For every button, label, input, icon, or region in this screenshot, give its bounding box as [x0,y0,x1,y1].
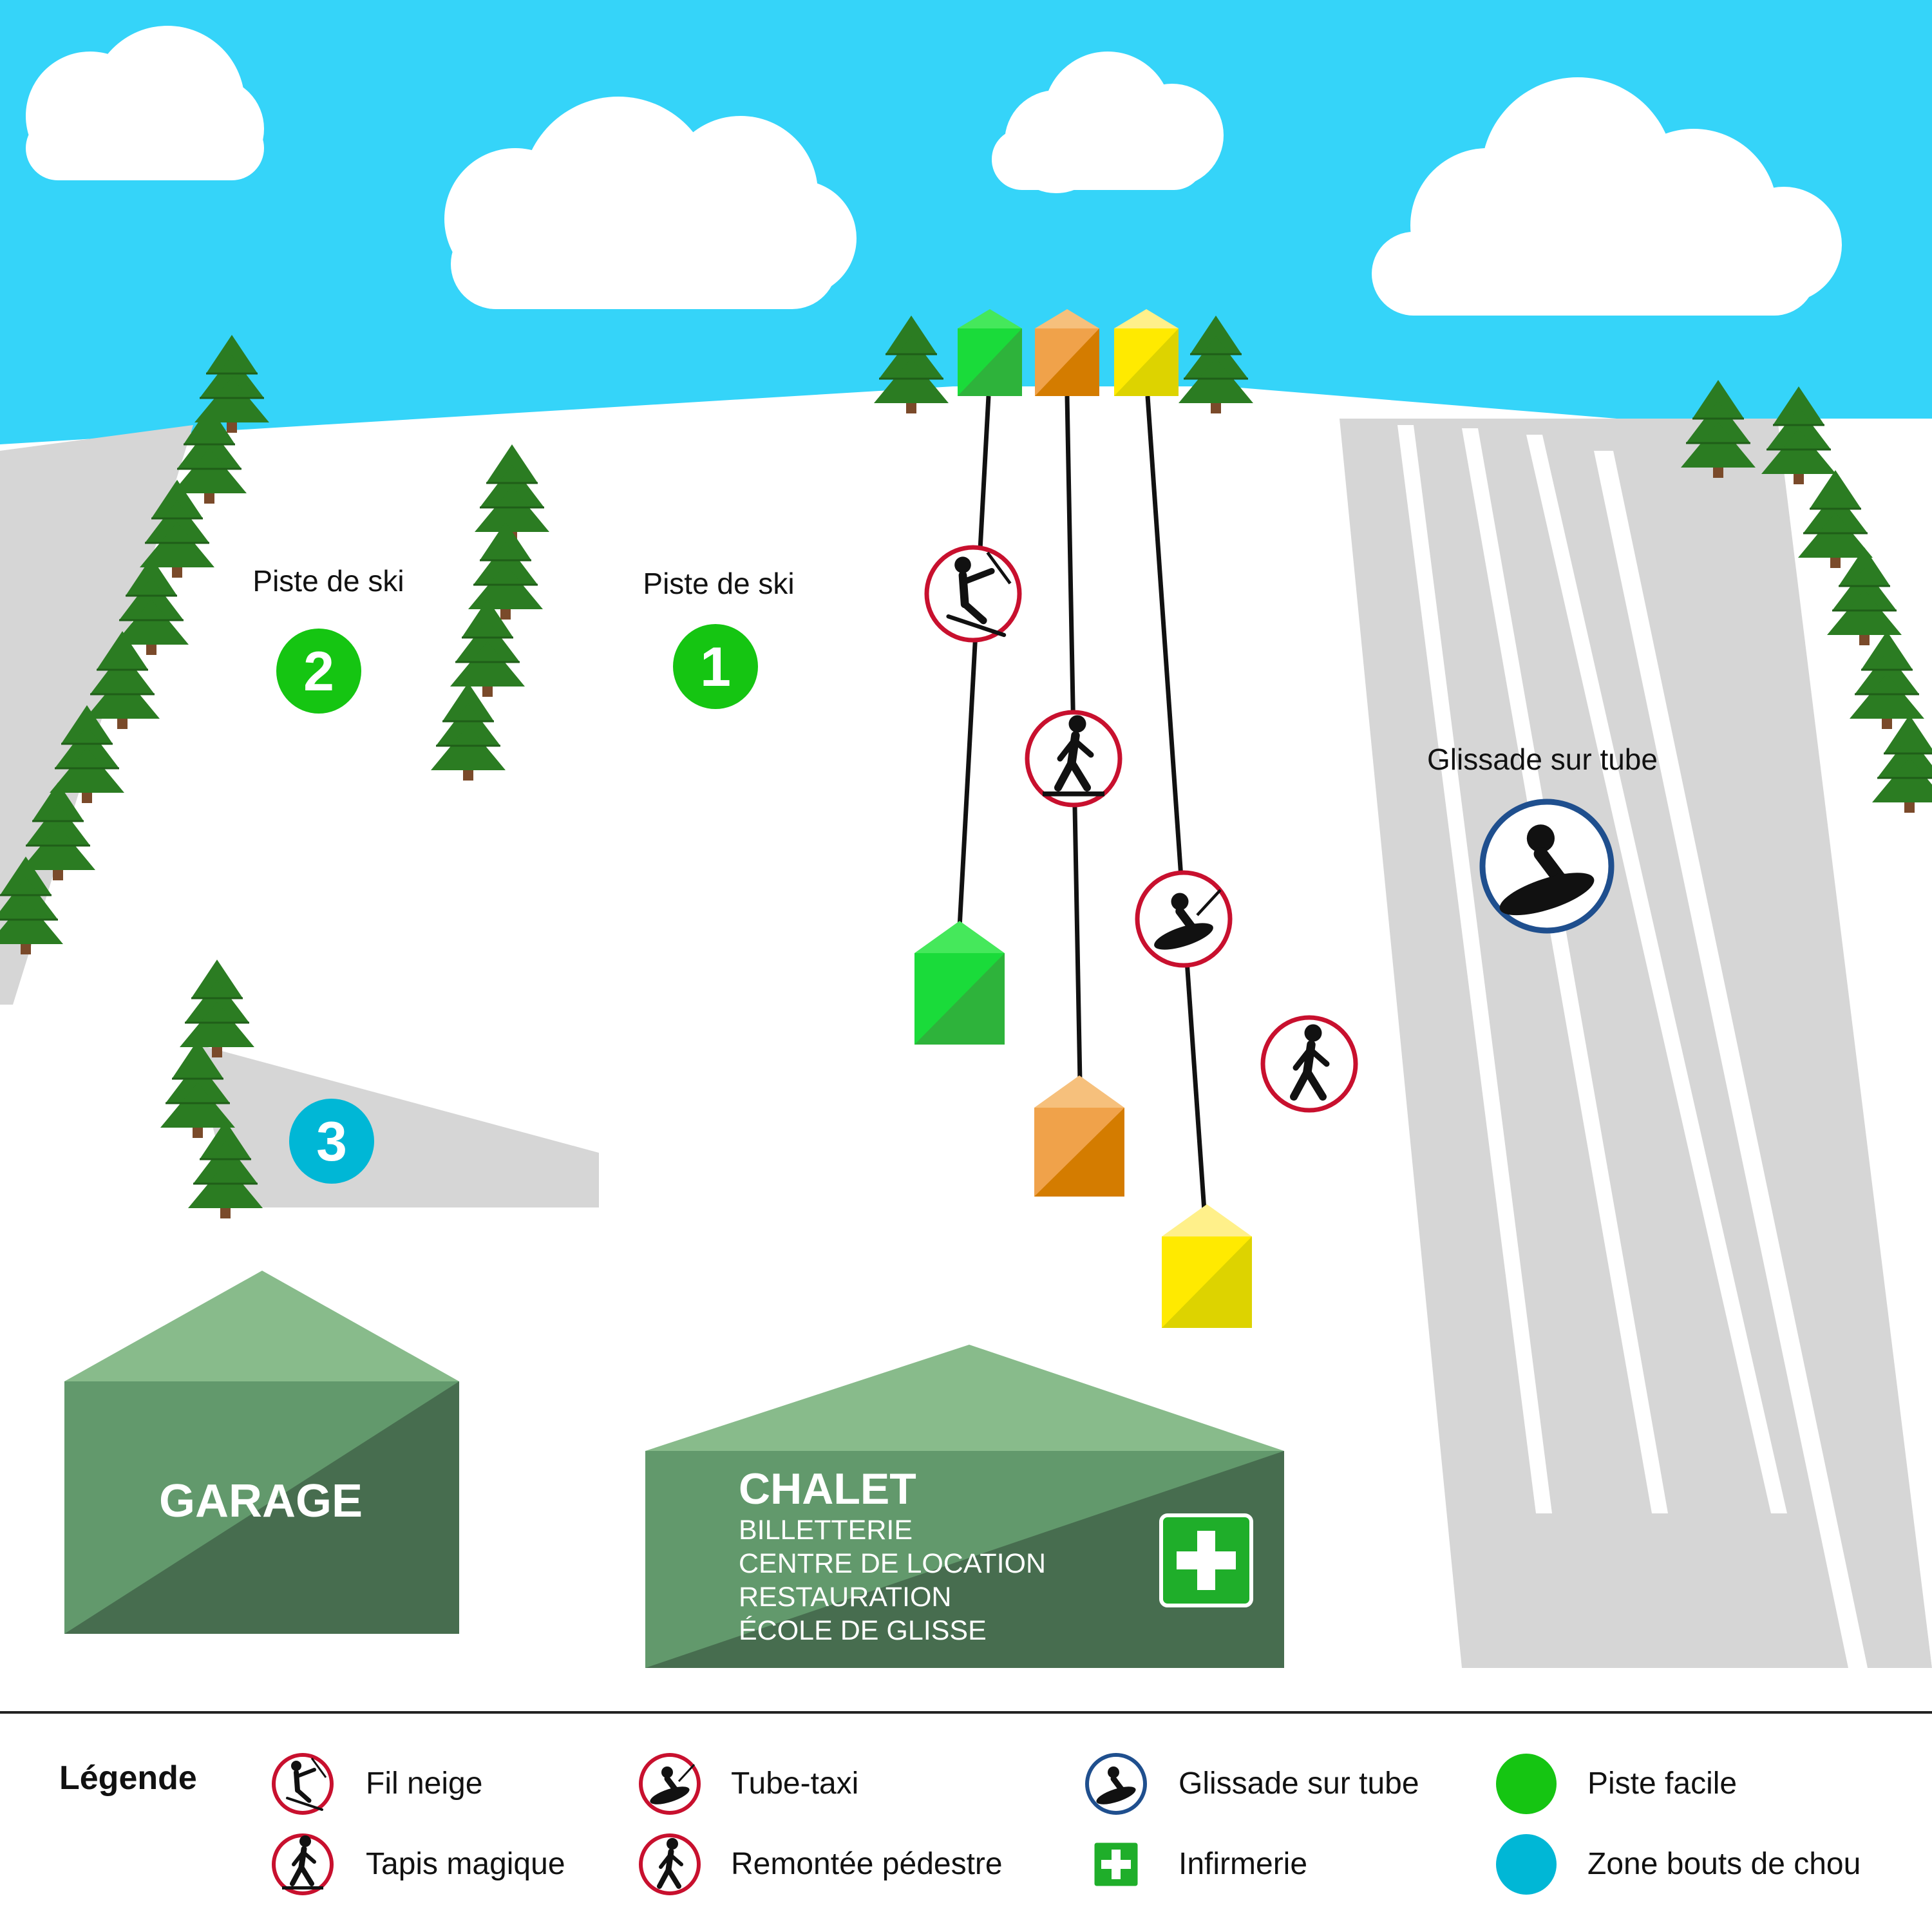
chalet-line-3: RESTAURATION [739,1582,951,1613]
legend-item-easy-slope: Piste facile [1496,1754,1737,1814]
legend-title: Légende [59,1759,197,1797]
legend-item-first-aid: Infirmerie [1092,1841,1307,1888]
slope-1-number: 1 [700,636,731,698]
chalet-title: CHALET [739,1464,916,1513]
chalet-line-2: CENTRE DE LOCATION [739,1548,1046,1579]
green-lift-top-station [958,309,1022,396]
tube-taxi-sign[interactable] [1135,870,1233,968]
rope-tow-sign[interactable] [924,545,1022,643]
blue-dot-icon [1496,1834,1557,1895]
yellow-lift-bottom-station [1162,1204,1252,1328]
chalet-line-1: BILLETTERIE [739,1515,913,1546]
green-dot-icon [1496,1754,1557,1814]
legend-label: Infirmerie [1179,1847,1307,1881]
yellow-lift-top-station [1114,309,1179,396]
slope-1-title: Piste de ski [643,567,794,600]
legend-item-kids-zone: Zone bouts de chou [1496,1834,1861,1895]
legend-label: Fil neige [366,1766,482,1801]
legend-item-rope-tow: Fil neige [272,1753,482,1815]
legend-item-walking-lift: Remontée pédestre [639,1833,1003,1895]
clouds [26,26,1842,316]
kids-zone-marker[interactable]: 3 [289,1099,374,1184]
cloud [1372,77,1842,316]
legend-label: Remontée pédestre [731,1847,1003,1881]
legend-label: Tube-taxi [731,1766,858,1801]
tubing-sign[interactable] [1479,799,1615,934]
legend-label: Zone bouts de chou [1587,1847,1861,1881]
lift-stations-top [958,309,1179,396]
first-aid-icon [1092,1841,1140,1888]
legend-label: Piste facile [1587,1766,1737,1801]
slope-2-marker[interactable]: 2 [276,629,361,714]
chalet-building[interactable]: CHALET BILLETTERIE CENTRE DE LOCATION RE… [645,1345,1284,1668]
green-lift-bottom-station [914,921,1005,1045]
tubing-right-edge [1777,419,1932,1668]
legend-item-tube-taxi: Tube-taxi [639,1753,858,1815]
slope-1-marker[interactable]: 1 [673,624,758,709]
slope-2-number: 2 [303,641,334,703]
legend-item-tubing: Glissade sur tube [1085,1753,1419,1815]
legend-label: Tapis magique [366,1847,565,1881]
first-aid-icon [1161,1515,1251,1605]
tubing-title: Glissade sur tube [1427,743,1658,776]
cloud [444,97,857,309]
slope-2-title: Piste de ski [252,564,404,598]
legend: Légende Fil neige Tapis magique Tube-tax… [59,1753,1861,1895]
tubing-lanes [1397,425,1868,1668]
rope-tow-cable [957,395,991,928]
garage-building[interactable]: GARAGE [64,1271,459,1634]
orange-lift-bottom-station [1034,1075,1124,1197]
walking-lift-sign[interactable] [1260,1015,1358,1113]
kids-zone-area [193,1043,599,1208]
legend-label: Glissade sur tube [1179,1766,1419,1801]
tube-taxi-cable [1145,395,1207,1211]
orange-lift-top-station [1035,309,1099,396]
kids-zone-number: 3 [316,1111,347,1173]
garage-title: GARAGE [159,1475,363,1527]
magic-carpet-sign[interactable] [1025,710,1122,808]
cloud [992,52,1224,193]
cloud [26,26,264,180]
chalet-line-4: ÉCOLE DE GLISSE [739,1615,987,1646]
legend-item-magic-carpet: Tapis magique [272,1833,565,1895]
